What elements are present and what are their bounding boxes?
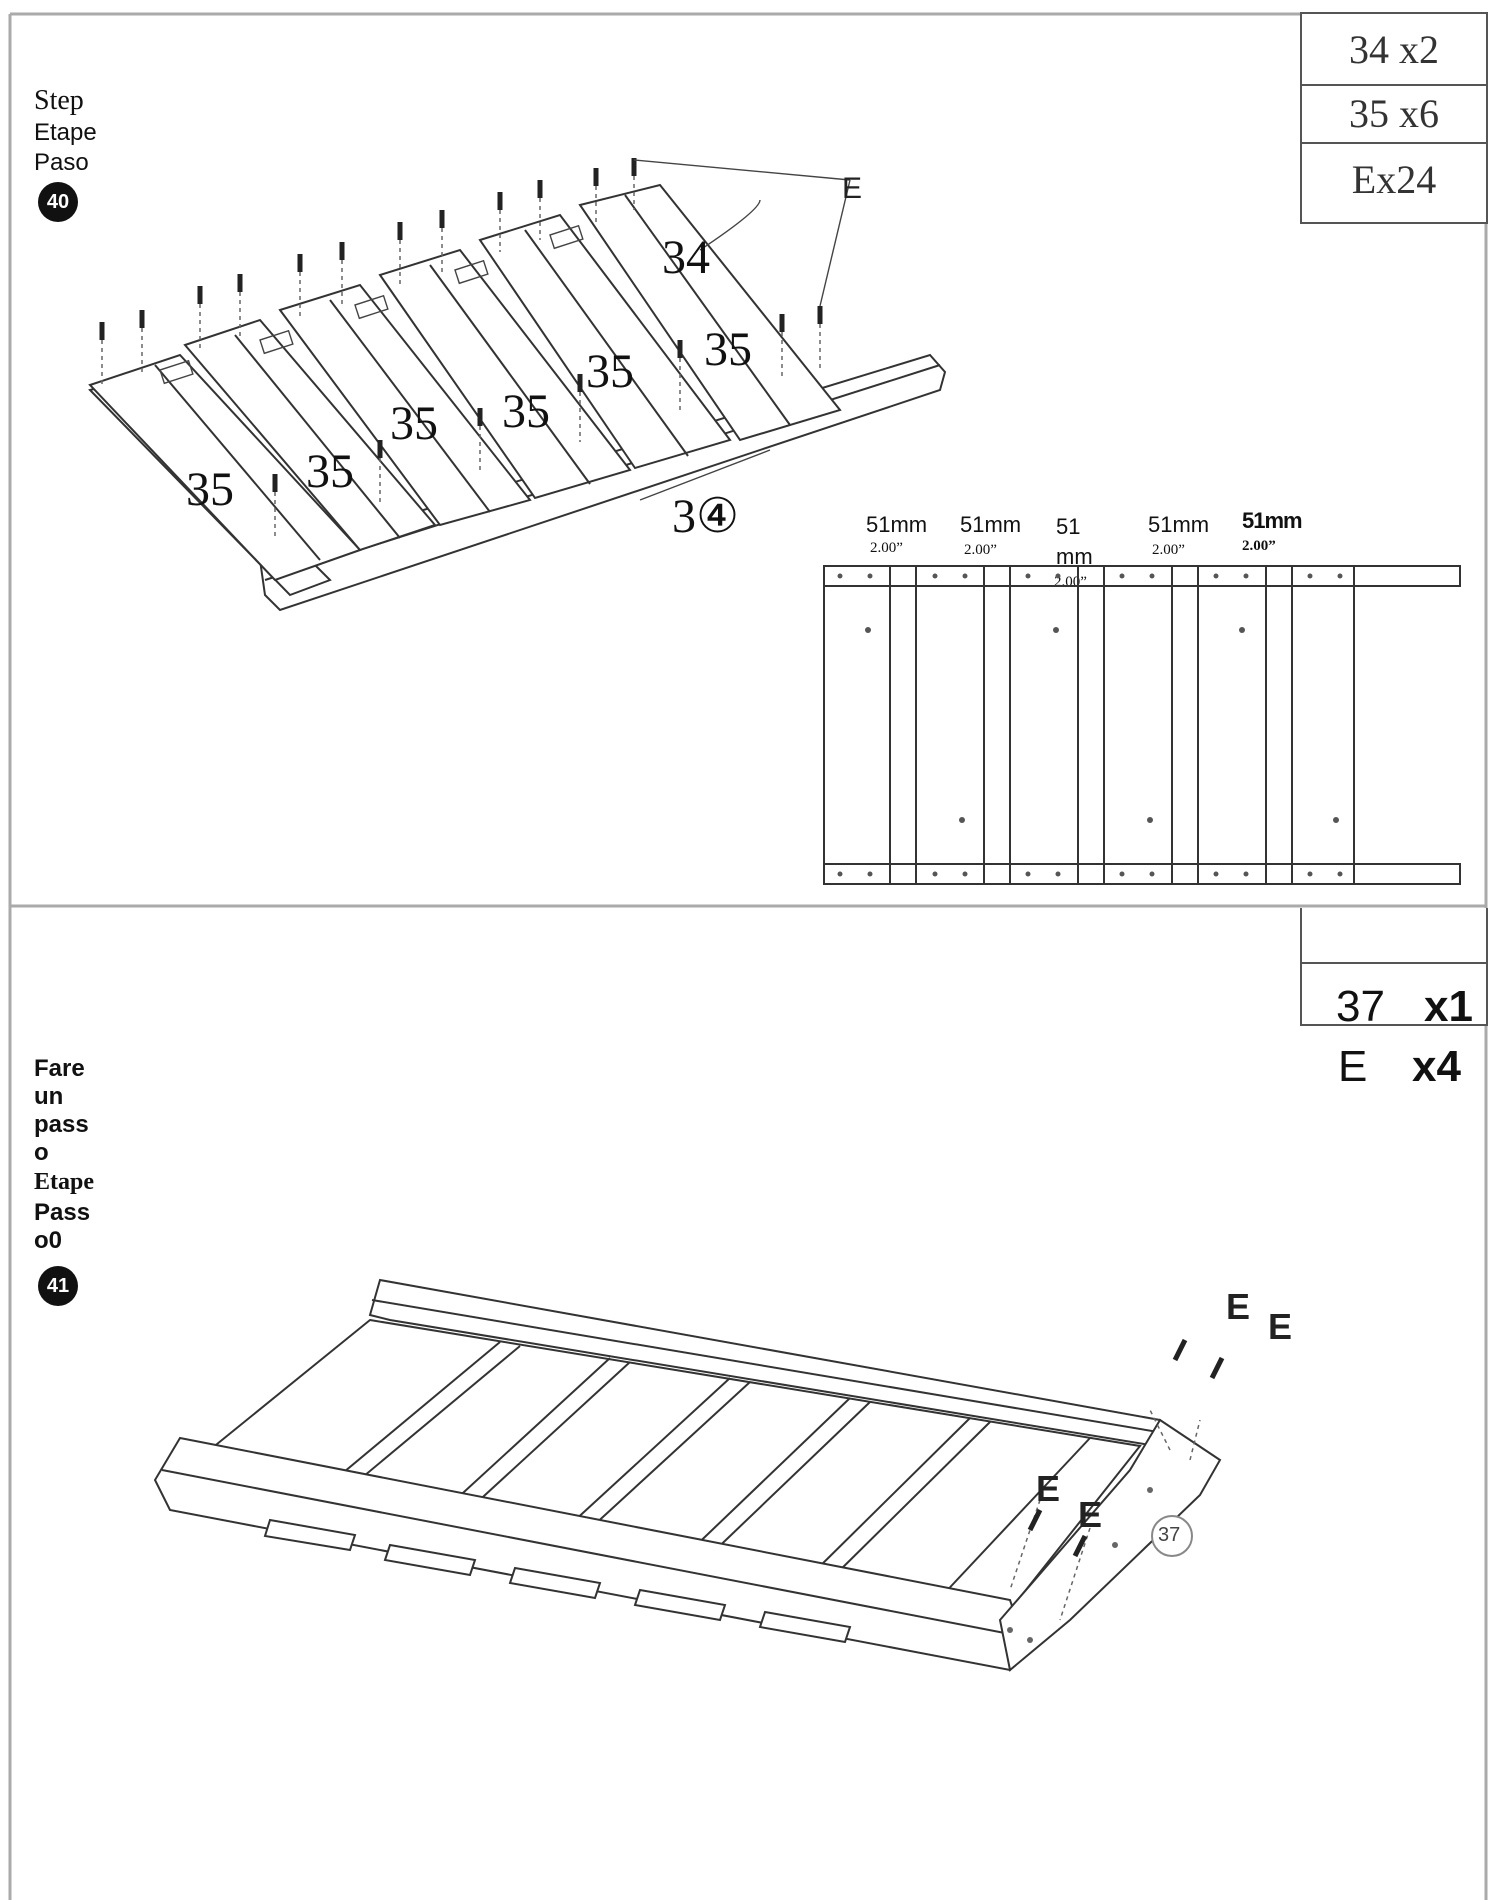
step-41-number-badge: 41 bbox=[38, 1266, 78, 1306]
dimension-mm-2: 51mm bbox=[960, 512, 1022, 537]
step-41-label-line-1: Fare bbox=[34, 1055, 85, 1082]
step-40-callout-35-e: 35 bbox=[306, 445, 354, 498]
step-40-label-paso: Paso bbox=[34, 149, 89, 176]
step-40-isometric-drawing bbox=[88, 158, 947, 612]
step-41-callout-e-1: E bbox=[1226, 1286, 1251, 1327]
step-41-parts-box bbox=[1300, 908, 1488, 1026]
dimension-mm-1: 51mm bbox=[866, 512, 928, 537]
parts-row-35: 35 x6 bbox=[1349, 91, 1439, 136]
step-41-label-line-4: o bbox=[34, 1139, 49, 1166]
step-40-callout-35-f: 35 bbox=[186, 463, 234, 516]
step-40-callout-35-c: 35 bbox=[502, 385, 550, 438]
dimension-mm-4: 51mm bbox=[1148, 512, 1210, 537]
step-40-callout-35-a: 35 bbox=[704, 323, 752, 376]
step-41-label-line-5: Etape bbox=[34, 1169, 94, 1195]
step-40-label-etape: Etape bbox=[34, 119, 97, 146]
step-41-callout-e-4: E bbox=[1078, 1494, 1103, 1535]
step-41-isometric-drawing bbox=[153, 1278, 1225, 1672]
step-40-parts-box: 34 x2 35 x6 Ex24 bbox=[1300, 12, 1488, 224]
step-40-number-badge: 40 bbox=[38, 182, 78, 222]
step-41-label-line-7: o0 bbox=[34, 1227, 63, 1254]
step-41-part-e: E bbox=[1338, 1042, 1368, 1091]
step-40-callout-e: E bbox=[842, 172, 863, 205]
step-41-callout-e-2: E bbox=[1268, 1306, 1293, 1347]
dimension-in-1: 2.00” bbox=[870, 540, 903, 556]
step-40-callout-34: 34 bbox=[662, 231, 710, 284]
step-41-label-line-2: un bbox=[34, 1083, 64, 1110]
step-41-qty-37: x1 bbox=[1424, 982, 1473, 1031]
step-41-qty-e: x4 bbox=[1412, 1042, 1461, 1091]
parts-row-34: 34 x2 bbox=[1349, 27, 1439, 72]
parts-row-e: Ex24 bbox=[1351, 157, 1437, 202]
step-40-callout-35-d: 35 bbox=[390, 397, 438, 450]
step-40-plan-drawing bbox=[823, 565, 1461, 885]
step-41-callout-37: 37 bbox=[1158, 1524, 1181, 1546]
step-41-label-line-3: pass bbox=[34, 1111, 89, 1138]
dimension-in-2: 2.00” bbox=[964, 542, 997, 558]
step-41-callout-e-3: E bbox=[1036, 1468, 1061, 1509]
step-40-callout-34-circled: 3④ bbox=[672, 490, 740, 543]
dimension-mm-3: 51 mm bbox=[1056, 514, 1093, 569]
dimension-in-4: 2.00” bbox=[1152, 542, 1185, 558]
step-41-label-line-6: Pass bbox=[34, 1199, 91, 1226]
step-40-label-step: Step bbox=[34, 85, 84, 116]
dimension-in-5: 2.00” bbox=[1242, 538, 1276, 554]
dimension-mm-5: 51mm bbox=[1242, 508, 1303, 533]
step-40-callout-35-b: 35 bbox=[586, 345, 634, 398]
step-41-part-37: 37 bbox=[1336, 982, 1385, 1031]
